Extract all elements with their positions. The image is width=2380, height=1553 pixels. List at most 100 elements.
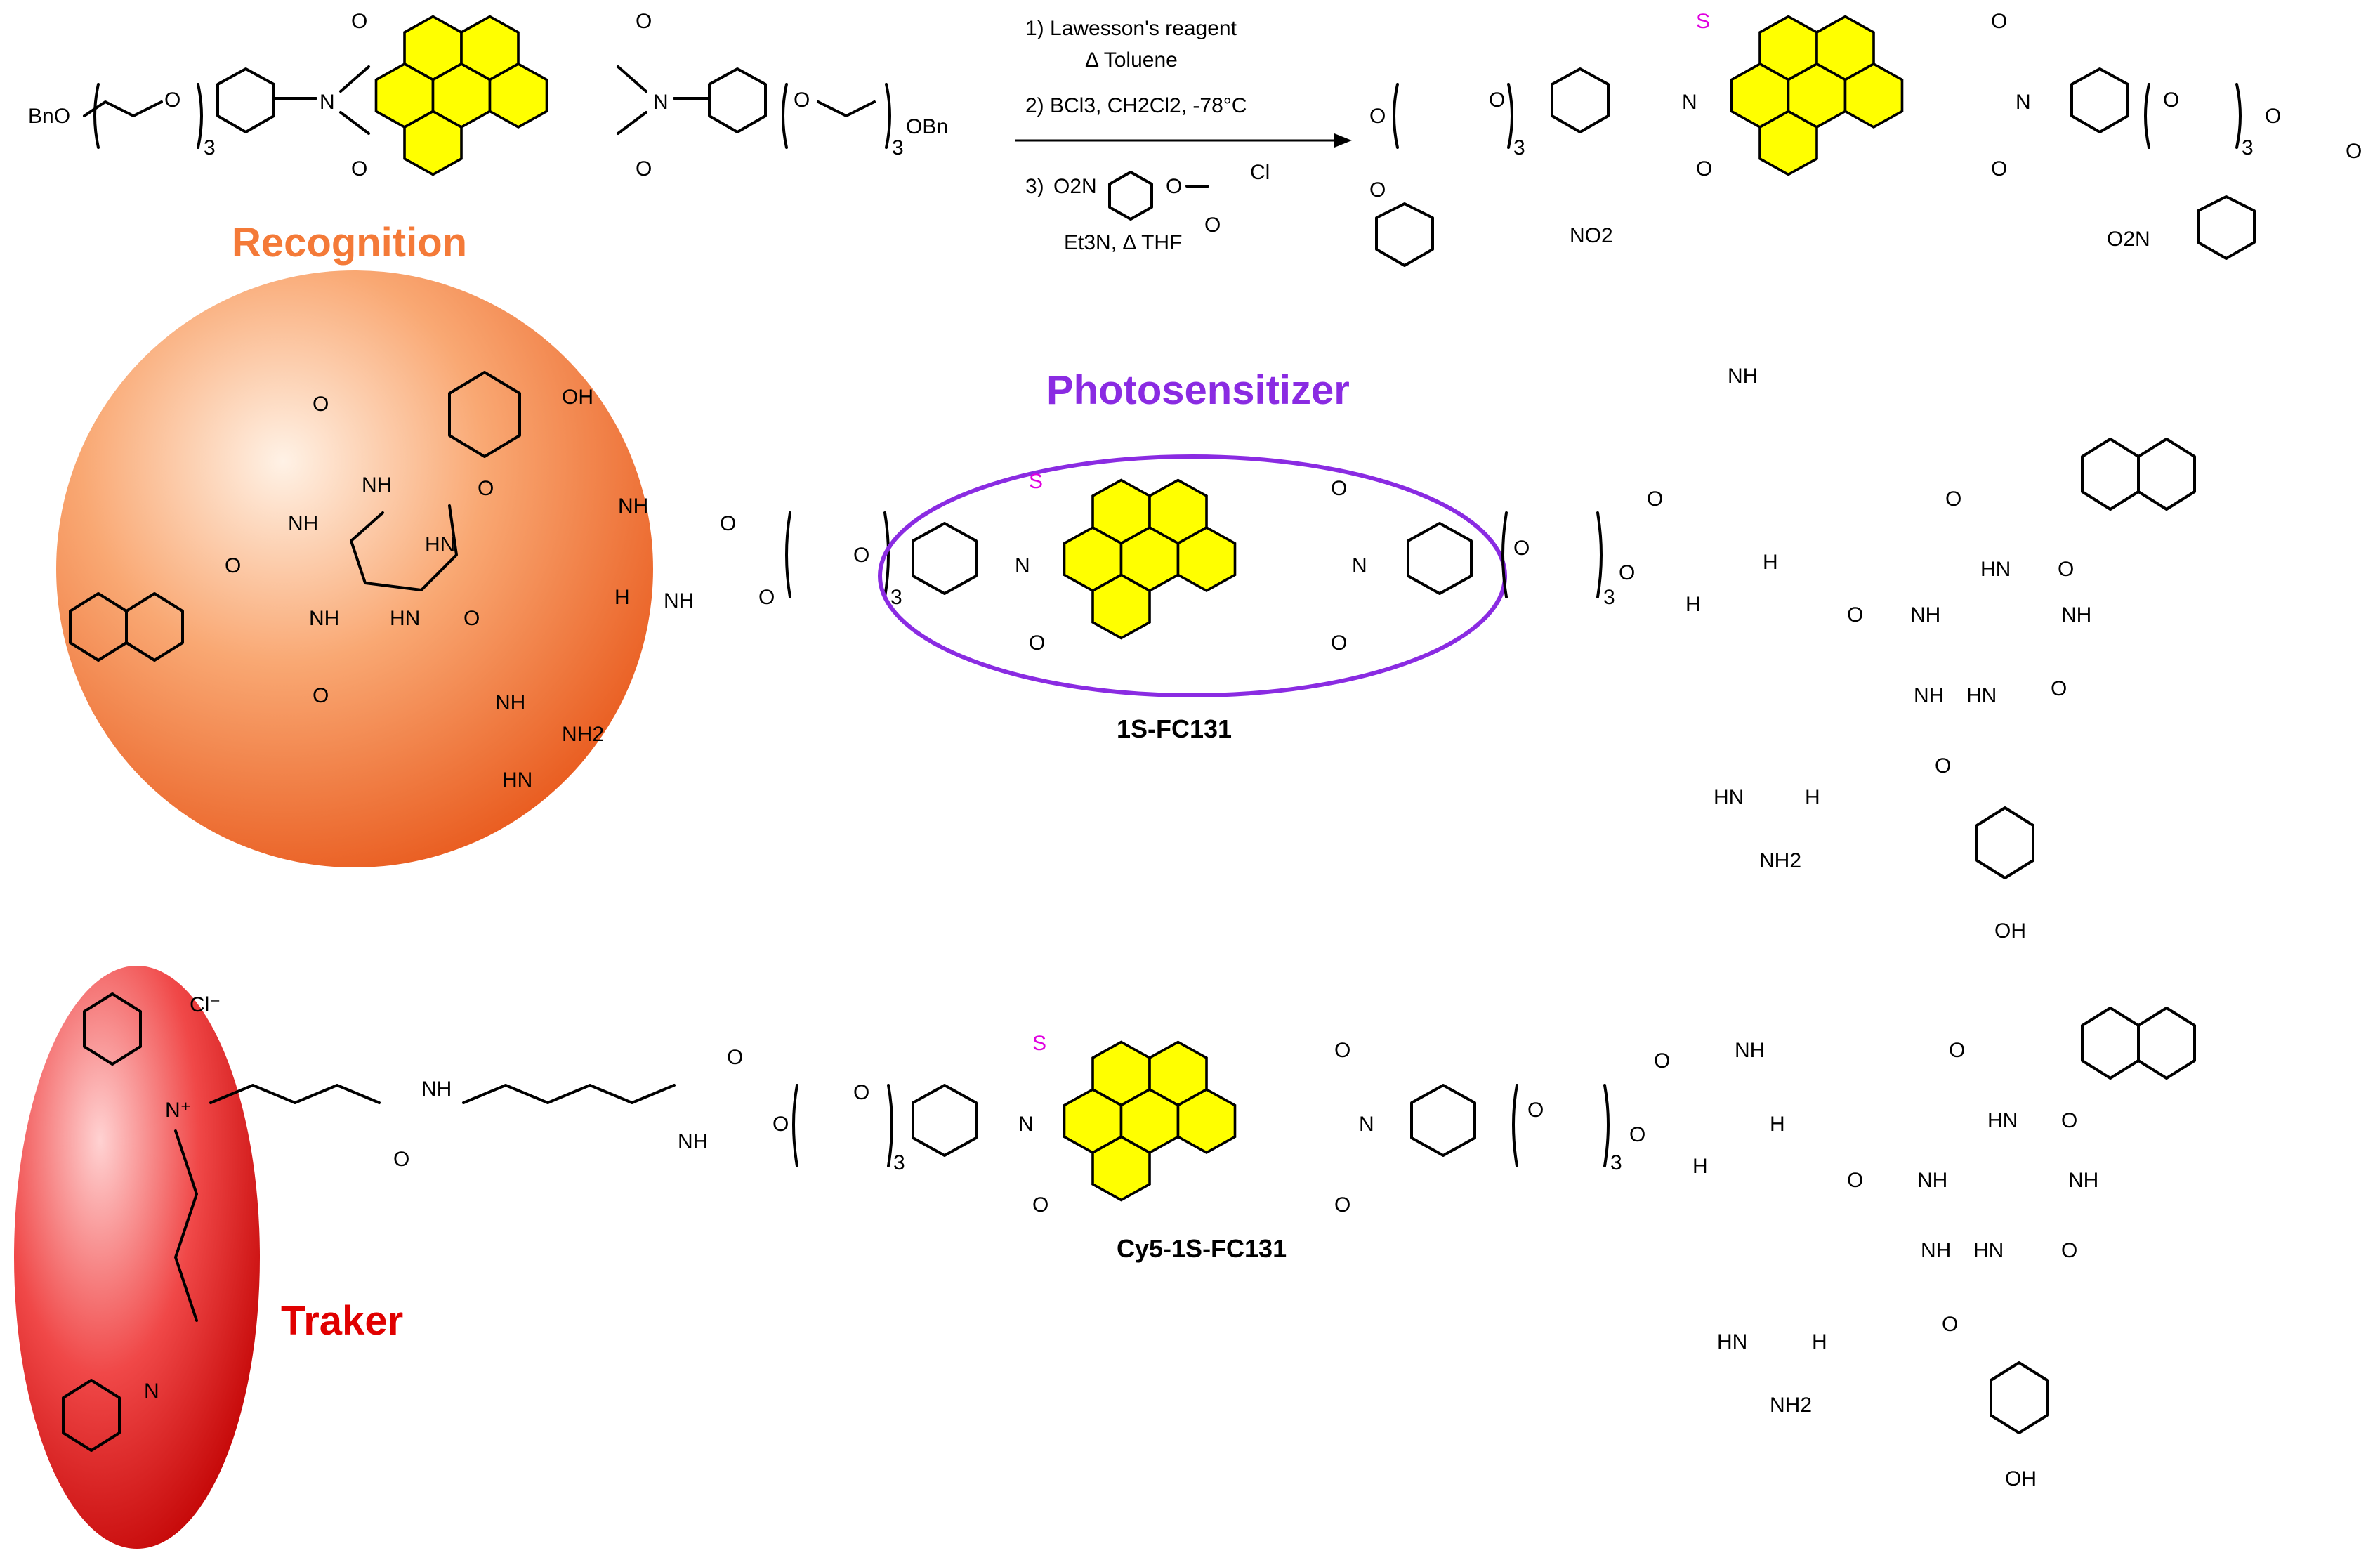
svg-text:NH: NH: [618, 494, 648, 518]
compound-2-label: Cy5-1S-FC131: [1117, 1234, 1287, 1263]
svg-text:NH: NH: [288, 512, 318, 535]
svg-text:NO2: NO2: [1570, 224, 1613, 247]
svg-text:O: O: [1032, 1193, 1048, 1217]
svg-text:O: O: [2163, 89, 2179, 112]
svg-text:3: 3: [893, 1151, 905, 1174]
svg-text:3: 3: [890, 586, 902, 609]
svg-text:O: O: [1847, 603, 1863, 627]
svg-text:O: O: [1204, 214, 1221, 237]
svg-text:NH: NH: [1735, 1039, 1765, 1062]
svg-text:O: O: [758, 586, 775, 609]
svg-text:3: 3: [1610, 1151, 1622, 1174]
svg-text:O: O: [853, 1081, 869, 1104]
svg-text:3: 3: [1603, 586, 1615, 609]
cyclic-peptide-right: O HN O O NH NH NH HN O O HN H NH2 OH: [1714, 438, 2196, 943]
svg-text:NH: NH: [1914, 684, 1944, 707]
svg-text:H: H: [1763, 551, 1778, 574]
svg-text:OH: OH: [2005, 1467, 2037, 1490]
svg-text:3: 3: [892, 136, 904, 159]
recognition-sphere: [56, 270, 653, 867]
svg-text:O: O: [1369, 178, 1386, 202]
cy5-dye: Cl⁻ N⁺ N: [62, 992, 221, 1452]
svg-text:O: O: [1696, 157, 1712, 181]
alkyl-linker: O NH NH O O O 3: [209, 1046, 905, 1174]
svg-text:O: O: [636, 157, 652, 181]
svg-text:N: N: [2016, 91, 2031, 114]
linker-left: O O O 3: [720, 511, 902, 609]
svg-text:N: N: [1352, 554, 1367, 577]
svg-text:NH: NH: [1910, 603, 1940, 627]
compound-1-label: 1S-FC131: [1117, 714, 1232, 743]
svg-text:3: 3: [1513, 136, 1525, 159]
svg-text:1) Lawesson's reagent: 1) Lawesson's reagent: [1025, 17, 1237, 40]
svg-text:O: O: [313, 393, 329, 416]
svg-text:HN: HN: [1966, 684, 1997, 707]
tracker-ellipse: [14, 966, 260, 1549]
svg-text:Δ Toluene: Δ Toluene: [1085, 48, 1178, 72]
svg-text:O: O: [1331, 631, 1347, 655]
svg-text:O: O: [1629, 1123, 1645, 1146]
svg-text:NH: NH: [1921, 1239, 1951, 1262]
svg-text:3: 3: [204, 136, 216, 159]
svg-text:N: N: [1359, 1113, 1374, 1136]
svg-text:N: N: [320, 91, 335, 114]
svg-text:O: O: [351, 157, 367, 181]
svg-text:O: O: [463, 607, 480, 630]
svg-text:O: O: [636, 10, 652, 33]
svg-text:O: O: [2058, 558, 2074, 581]
svg-text:NH: NH: [421, 1077, 452, 1101]
svg-text:O: O: [478, 477, 494, 500]
svg-text:O: O: [1369, 105, 1386, 128]
svg-text:O: O: [1489, 89, 1505, 112]
svg-text:N⁺: N⁺: [165, 1099, 192, 1122]
svg-text:NH: NH: [362, 473, 392, 497]
svg-text:NH: NH: [678, 1130, 708, 1153]
photosensitizer-core-3: N S O O O N: [912, 1032, 1476, 1217]
svg-text:H: H: [1812, 1330, 1827, 1354]
svg-text:H: H: [1805, 786, 1820, 809]
svg-text:Et3N, Δ THF: Et3N, Δ THF: [1064, 231, 1182, 254]
svg-text:O: O: [1647, 487, 1663, 511]
svg-text:O: O: [1331, 477, 1347, 500]
svg-text:H: H: [1692, 1155, 1708, 1178]
svg-text:NH: NH: [1917, 1169, 1947, 1192]
svg-text:HN: HN: [1714, 786, 1744, 809]
svg-text:O2N: O2N: [1053, 175, 1097, 198]
obn-label: OBn: [906, 115, 948, 138]
svg-text:O: O: [1513, 537, 1530, 560]
svg-text:O: O: [225, 554, 241, 577]
recognition-label: Recognition: [232, 220, 467, 266]
svg-text:O: O: [393, 1148, 409, 1171]
svg-text:NH2: NH2: [562, 723, 604, 746]
svg-text:O2N: O2N: [2107, 228, 2150, 251]
perylene-core-2: [1730, 15, 1904, 176]
svg-text:O: O: [351, 10, 367, 33]
sulfur-atom-2: S: [1029, 470, 1043, 493]
starting-material: BnO 3 O N O O O O N O 3 OBn: [28, 10, 948, 181]
sulfur-atom-3: S: [1032, 1032, 1046, 1055]
svg-text:OH: OH: [1994, 919, 2026, 943]
svg-text:O: O: [313, 684, 329, 707]
svg-text:HN: HN: [1987, 1109, 2018, 1132]
svg-text:O: O: [2061, 1109, 2077, 1132]
linker-right-bottom: O 3 O O NH H H: [1512, 1039, 1785, 1178]
svg-text:O: O: [853, 544, 869, 567]
svg-text:O: O: [1991, 157, 2007, 181]
svg-text:O: O: [2051, 677, 2067, 700]
svg-text:O: O: [1945, 487, 1961, 511]
svg-text:O: O: [1619, 561, 1635, 584]
svg-text:O: O: [1654, 1049, 1670, 1073]
svg-text:O: O: [1949, 1039, 1965, 1062]
svg-text:NH: NH: [664, 589, 694, 612]
svg-text:NH2: NH2: [1759, 849, 1801, 872]
svg-text:N: N: [1018, 1113, 1034, 1136]
svg-text:O: O: [1029, 631, 1045, 655]
bno-label: BnO: [28, 105, 70, 128]
svg-text:O: O: [727, 1046, 743, 1069]
svg-text:O: O: [1942, 1313, 1958, 1336]
svg-text:N: N: [1682, 91, 1697, 114]
photosensitizer-core: N S O O O N: [912, 470, 1473, 655]
reaction-conditions: 1) Lawesson's reagent Δ Toluene 2) BCl3,…: [1015, 17, 1352, 254]
svg-text:O: O: [772, 1113, 789, 1136]
svg-text:3: 3: [2242, 136, 2254, 159]
